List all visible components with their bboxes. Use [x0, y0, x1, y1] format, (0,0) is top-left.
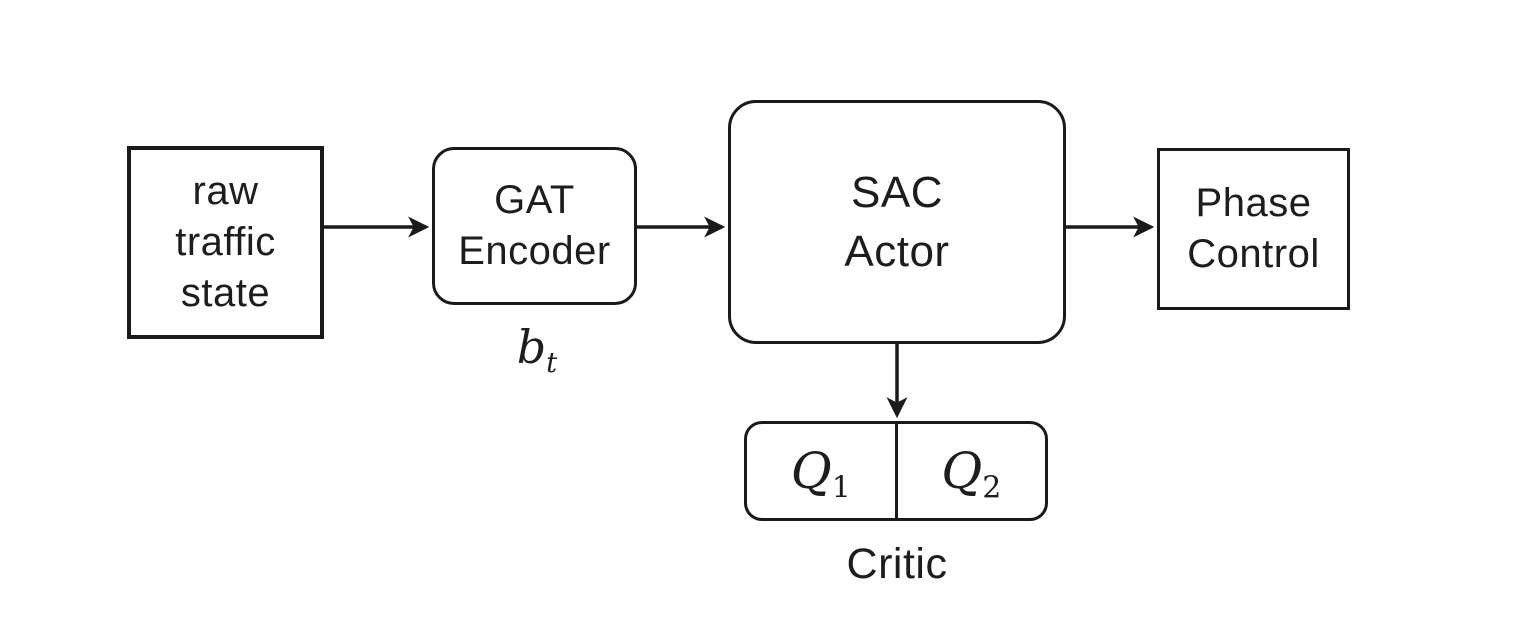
- node-phase-control: Phase Control: [1157, 148, 1350, 310]
- q1-base: Q: [790, 442, 832, 500]
- sac-actor-label: SAC Actor: [844, 167, 950, 276]
- raw-traffic-state-label: raw traffic state: [175, 168, 276, 316]
- node-sac-actor: SAC Actor: [728, 100, 1066, 344]
- q2-subscript: 2: [982, 470, 1002, 506]
- bt-subscript: t: [546, 345, 558, 379]
- q1-subscript: 1: [831, 470, 851, 506]
- q1-math-symbol: Q1: [790, 442, 851, 503]
- q2-base: Q: [941, 442, 983, 500]
- critic-q1-cell: Q1: [747, 424, 895, 518]
- critic-q2-cell: Q2: [894, 424, 1046, 518]
- node-raw-traffic-state: raw traffic state: [127, 146, 324, 339]
- bt-base: b: [516, 320, 547, 374]
- phase-control-label: Phase Control: [1187, 180, 1320, 276]
- q2-math-symbol: Q2: [941, 442, 1001, 503]
- gat-encoder-label: GAT Encoder: [458, 177, 611, 273]
- label-encoder-output-bt: bt: [497, 320, 577, 376]
- label-critic-caption: Critic: [846, 540, 948, 588]
- node-critic: Q1 Q2: [744, 421, 1048, 521]
- bt-math-symbol: bt: [516, 320, 558, 376]
- node-gat-encoder: GAT Encoder: [432, 147, 637, 305]
